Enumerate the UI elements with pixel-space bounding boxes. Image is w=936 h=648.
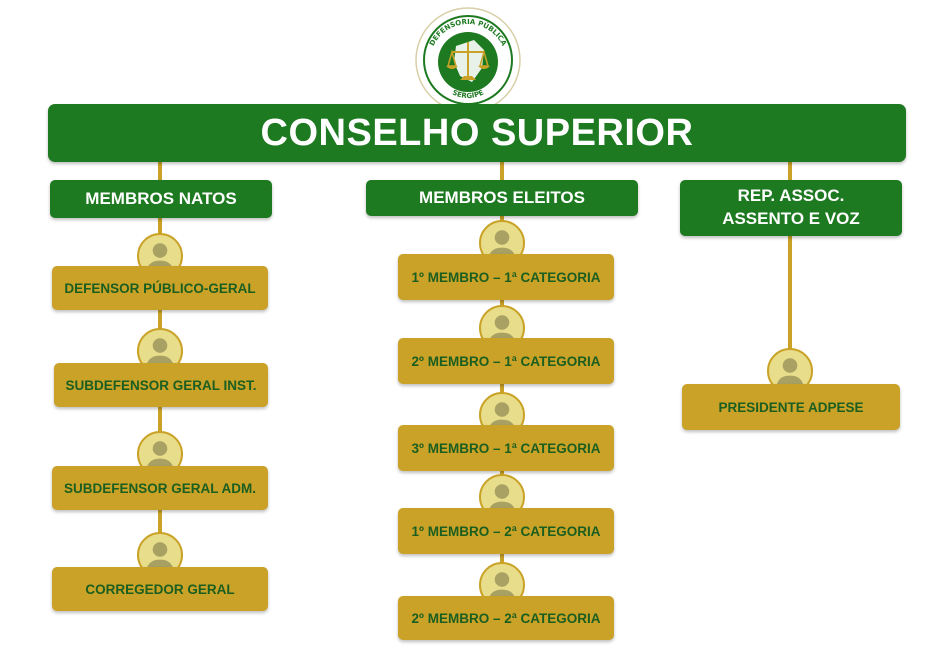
connector-col3 bbox=[788, 236, 792, 406]
logo-bottom-text: SERGIPE bbox=[451, 88, 485, 100]
svg-text:SERGIPE: SERGIPE bbox=[451, 88, 485, 100]
connector-title-col3 bbox=[788, 162, 792, 182]
heading-rep-assoc-line2: ASSENTO E VOZ bbox=[722, 209, 860, 228]
member-2-membro-2-categoria: 2º MEMBRO – 2ª CATEGORIA bbox=[398, 596, 614, 640]
person-silhouette-icon bbox=[776, 358, 804, 387]
member-3-membro-1-categoria: 3º MEMBRO – 1ª CATEGORIA bbox=[398, 425, 614, 471]
page-title: CONSELHO SUPERIOR bbox=[48, 104, 906, 162]
member-1-membro-1-categoria: 1º MEMBRO – 1ª CATEGORIA bbox=[398, 254, 614, 300]
heading-membros-natos: MEMBROS NATOS bbox=[50, 180, 272, 218]
member-subdefensor-geral-adm: SUBDEFENSOR GERAL ADM. bbox=[52, 466, 268, 510]
defensoria-logo: DEFENSORIA PÚBLICA SERGIPE bbox=[412, 6, 524, 114]
member-subdefensor-geral-inst: SUBDEFENSOR GERAL INST. bbox=[54, 363, 268, 407]
connector-title-col1 bbox=[158, 162, 162, 182]
member-2-membro-1-categoria: 2º MEMBRO – 1ª CATEGORIA bbox=[398, 338, 614, 384]
heading-rep-assoc-line1: REP. ASSOC. bbox=[737, 186, 845, 206]
heading-rep-assoc: REP. ASSOC. ASSENTO E VOZ bbox=[680, 180, 902, 236]
member-corregedor-geral: CORREGEDOR GERAL bbox=[52, 567, 268, 611]
connector-title-col2 bbox=[500, 162, 504, 182]
heading-membros-eleitos: MEMBROS ELEITOS bbox=[366, 180, 638, 216]
member-presidente-adpese: PRESIDENTE ADPESE bbox=[682, 384, 900, 430]
scales-of-justice-seal-icon: DEFENSORIA PÚBLICA SERGIPE bbox=[415, 7, 521, 113]
member-defensor-publico-geral: DEFENSOR PÚBLICO-GERAL bbox=[52, 266, 268, 310]
member-1-membro-2-categoria: 1º MEMBRO – 2ª CATEGORIA bbox=[398, 508, 614, 554]
